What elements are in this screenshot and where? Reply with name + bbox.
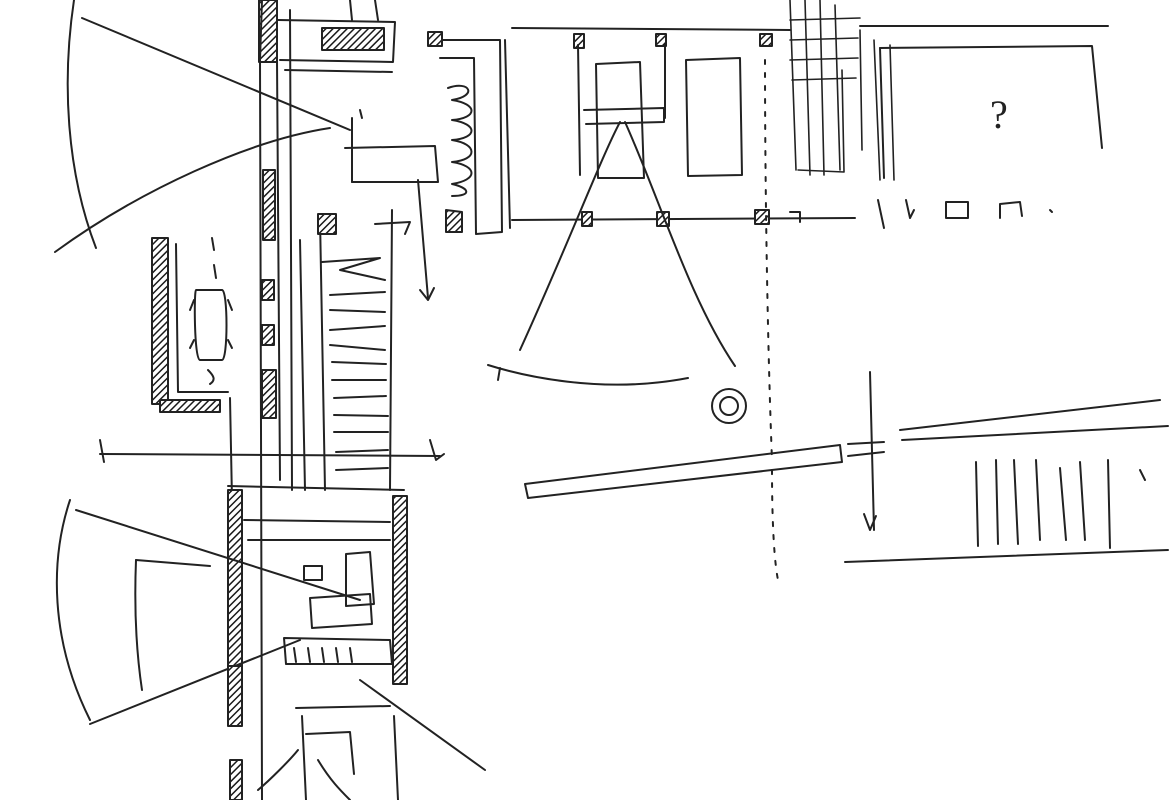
question-mark-annotation: ? (990, 92, 1008, 137)
lower-room (227, 485, 408, 685)
right-volume (859, 25, 1109, 229)
section-line (99, 439, 445, 463)
sketch-annotation: ? (990, 92, 1008, 137)
diagonal-slab (524, 399, 1169, 499)
top-corridor (504, 27, 856, 229)
lower-right-terrace (844, 371, 1169, 563)
top-room (277, 0, 439, 183)
view-cone-upper (54, 0, 351, 253)
central-spine-walls (258, 0, 306, 800)
bottom-passage (227, 665, 486, 800)
window-bay (487, 44, 743, 386)
spiral-stair (417, 31, 503, 301)
dashed-grid-line (764, 59, 779, 581)
round-column-symbol (711, 388, 747, 424)
view-cone-lower (55, 499, 361, 725)
dining-room (151, 237, 233, 501)
main-stair (317, 209, 411, 491)
grid-block (789, 0, 895, 181)
